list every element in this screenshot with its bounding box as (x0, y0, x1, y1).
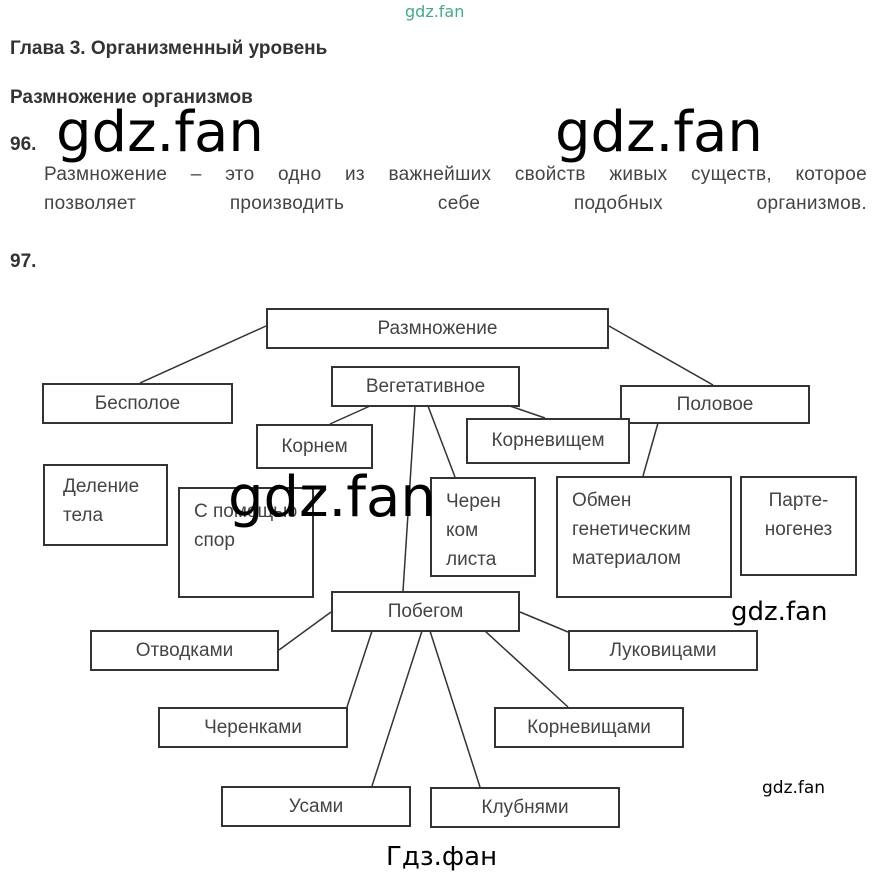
node-vegetative: Вегетативное (331, 366, 520, 407)
watermark-big-1: gdz.fan (56, 100, 264, 165)
node-root: Корнем (256, 424, 373, 469)
answer-96-line1: Размножение – это одно из важнейших свой… (44, 164, 867, 185)
node-runners: Усами (221, 786, 411, 827)
node-tubers: Клубнями (430, 787, 620, 828)
connector (608, 325, 714, 386)
connector (346, 630, 373, 708)
node-cuttings: Черенками (158, 707, 348, 748)
node-rhizome: Корневищем (466, 418, 630, 464)
node-rhizomes: Корневищами (494, 707, 684, 748)
chapter-title: Глава 3. Организменный уровень (10, 38, 328, 59)
connector (371, 630, 423, 787)
watermark-mid: gdz.fan (731, 597, 828, 627)
connector (402, 405, 416, 592)
watermark-big-3: gdz.fan (228, 465, 436, 530)
connector (278, 611, 332, 651)
watermark-big-2: gdz.fan (555, 100, 763, 165)
node-reproduction: Размножение (266, 308, 609, 349)
connector (329, 405, 371, 425)
node-asexual: Бесполое (42, 383, 233, 424)
node-genetic-exchange: Обмен генетическим материалом (556, 476, 732, 598)
watermark-bottom: Гдз.фан (386, 842, 498, 872)
watermark-top: gdz.fan (405, 2, 465, 21)
connector (429, 630, 481, 788)
node-sexual: Половое (620, 385, 810, 424)
node-parthenogenesis: Парте-ногенез (740, 476, 857, 576)
section-title: Размножение организмов (10, 87, 253, 108)
node-bulbs: Луковицами (568, 630, 758, 671)
connector (509, 405, 546, 419)
node-leaf-cutting: Черен ком листа (430, 477, 536, 577)
question-97-number: 97. (10, 251, 37, 272)
answer-96-line2: позволяет производить себе подобных орга… (44, 193, 867, 214)
node-spores: С помощью спор (178, 487, 314, 598)
connector (139, 325, 267, 384)
node-body-division: Деление тела (43, 464, 168, 546)
connector (427, 405, 456, 478)
connector (519, 611, 569, 633)
node-layering: Отводками (90, 630, 279, 671)
connector (642, 422, 659, 477)
question-96-number: 96. (10, 134, 37, 155)
node-shoot: Побегом (331, 591, 520, 632)
connector (484, 630, 569, 708)
watermark-small: gdz.fan (762, 778, 826, 798)
